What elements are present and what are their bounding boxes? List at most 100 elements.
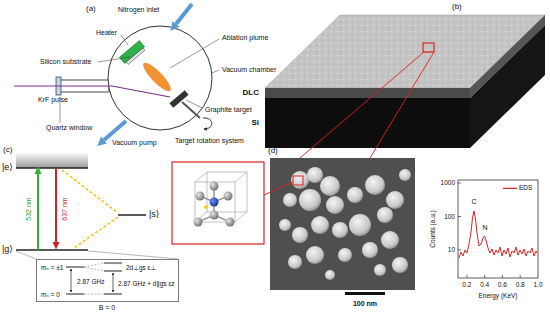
sublevel-line — [104, 294, 122, 295]
eds-plot — [458, 180, 538, 278]
pld-chamber — [14, 4, 219, 146]
part-label: Vacuum chamber — [222, 66, 276, 74]
bonds — [198, 186, 230, 222]
cell-edge — [235, 172, 247, 182]
particle — [392, 257, 408, 273]
node-text: 2.87 GHz + d∥gs εz — [118, 280, 175, 287]
particle — [291, 171, 309, 189]
sem-image — [270, 158, 415, 290]
axis-title: Energy (KeV) — [478, 292, 517, 299]
tick-label: 0.2 — [462, 281, 471, 288]
level-label: |g⟩ — [2, 245, 13, 255]
particle — [399, 169, 411, 181]
atom — [194, 218, 203, 227]
tick-label: 100 — [444, 213, 455, 220]
sublevels — [66, 263, 122, 294]
node-text: 2.87 GHz — [77, 278, 104, 285]
nanoparticles — [279, 167, 411, 280]
particle — [338, 248, 352, 262]
scale-label: 100 nm — [353, 300, 377, 308]
tick — [466, 275, 467, 278]
field-label: B = 0 — [99, 304, 116, 312]
ticks — [458, 183, 520, 278]
atom — [196, 192, 205, 201]
energy-levels — [16, 152, 178, 294]
atom — [226, 218, 235, 227]
level-line — [16, 167, 88, 169]
dlc-layer — [265, 88, 470, 98]
leader-lines — [60, 35, 219, 123]
zoom-line — [16, 251, 36, 259]
particle — [288, 255, 302, 269]
eds-spectrum — [459, 211, 537, 258]
part-label: Graphite target — [205, 106, 252, 114]
particle — [307, 167, 323, 183]
panel-label: (d) — [268, 147, 278, 156]
peak-label: N — [482, 224, 487, 232]
particle — [349, 214, 371, 236]
laser-beam — [14, 86, 170, 97]
scale-bar — [345, 292, 385, 295]
tick-label: 0.4 — [480, 281, 489, 288]
particle — [377, 207, 393, 223]
particle — [347, 187, 363, 203]
sublevel-line — [104, 271, 122, 272]
atom — [210, 211, 219, 220]
vacuum-chamber — [108, 26, 212, 130]
tick — [484, 275, 485, 278]
node-text: mₛ = 0 — [41, 291, 60, 298]
plot-frame — [458, 180, 538, 278]
cell-edge — [195, 172, 207, 182]
particle — [386, 191, 404, 209]
tick-label: 0.8 — [516, 281, 525, 288]
part-label: Silicon substrate — [40, 58, 91, 66]
part-label: Ablation plume — [222, 34, 268, 42]
particle — [279, 219, 291, 231]
target-rod — [182, 102, 200, 118]
tick-label: 0.6 — [498, 281, 507, 288]
shift-line — [84, 294, 104, 295]
silicon-substrate — [126, 48, 145, 64]
carbon-atoms — [194, 182, 235, 227]
part-label: Target rotation system — [175, 137, 244, 145]
arrowhead — [35, 166, 42, 174]
part-label: Nitrogen inlet — [118, 6, 159, 14]
pump-arrowhead — [97, 137, 107, 146]
leader-line — [98, 57, 130, 62]
heater-assembly — [119, 41, 146, 66]
panel-label: (c) — [3, 146, 12, 155]
part-label: Heater — [96, 29, 117, 37]
particle — [381, 231, 399, 249]
tick-label: 1.0 — [533, 281, 542, 288]
shift-line — [84, 267, 104, 271]
excitation-arrow — [37, 172, 39, 250]
level-line — [118, 214, 146, 216]
zoom-line — [300, 52, 424, 158]
legend-line — [503, 187, 517, 188]
splitting-arrow — [71, 269, 72, 292]
particle — [320, 176, 340, 196]
level-label: |s⟩ — [149, 210, 159, 220]
ablation-plume — [140, 60, 174, 95]
sem-panel — [172, 158, 415, 295]
particle — [365, 175, 385, 195]
particle — [306, 246, 324, 264]
vacancy — [204, 205, 208, 209]
wavelength-label: 532 nm — [25, 197, 33, 220]
zoom-line — [370, 52, 434, 158]
leader-line — [121, 35, 128, 45]
cell-edge — [195, 182, 235, 222]
dlc-block — [265, 15, 545, 158]
tick — [458, 250, 461, 251]
crystal-inset — [172, 162, 264, 244]
zoom-line — [264, 182, 293, 195]
legend-swatch — [503, 185, 517, 191]
tick-label: 1000 — [441, 179, 455, 186]
zoom-marker — [423, 43, 434, 52]
graphite-target — [169, 90, 188, 107]
particle — [374, 264, 386, 276]
leader-line — [186, 100, 202, 108]
